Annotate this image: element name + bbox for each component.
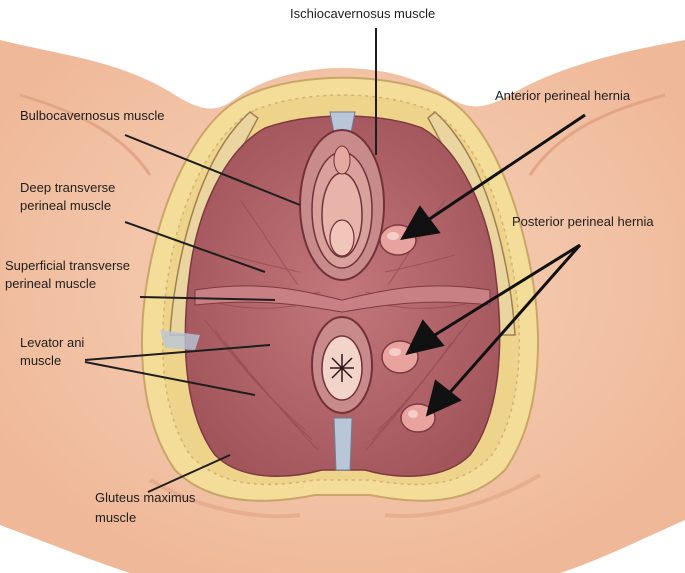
posterior-hernia-arrowhead-2 — [425, 379, 462, 417]
transverse-perineal-band — [194, 285, 491, 313]
label-posterior-hernia: Posterior perineal hernia — [512, 214, 654, 229]
label-deep-transverse-line2: perineal muscle — [20, 198, 112, 213]
leader-lines — [84, 28, 377, 493]
gluteal-shadow-right — [384, 473, 542, 518]
coccyx-tip — [333, 417, 353, 471]
superficial-transverse-leader — [139, 296, 276, 301]
label-bulbocavernosus: Bulbocavernosus muscle — [20, 108, 165, 123]
gluteus-leader — [147, 454, 231, 493]
label-ischiocavernosus: Ischiocavernosus muscle — [290, 6, 436, 21]
label-superficial-transverse-line1: Superficial transverse — [5, 258, 130, 273]
label-deep-transverse-line1: Deep transverse — [20, 180, 116, 195]
label-gluteus-line1: Gluteus maximus — [95, 490, 196, 505]
label-anterior-hernia: Anterior perineal hernia — [495, 88, 631, 103]
gluteal-shadow-left — [148, 478, 301, 519]
posterior-hernia-arrowhead-1 — [405, 319, 445, 356]
deep-transverse-leader — [124, 221, 266, 273]
right-thigh-crease — [528, 93, 666, 176]
posterior-perineal-hernia-bulge-2 — [400, 403, 436, 433]
pelvic-floor-muscle — [184, 115, 501, 477]
left-membrane — [160, 330, 200, 350]
urogenital-opening — [299, 129, 385, 281]
posterior-hernia-arrow-shaft-1 — [429, 243, 581, 340]
posterior-hernia-arrow-shaft-2 — [443, 244, 582, 399]
bulbocavernosus-leader — [124, 134, 301, 206]
label-gluteus-line2: muscle — [95, 510, 137, 525]
left-thigh-crease — [19, 93, 152, 176]
anal-canal — [311, 316, 373, 414]
levator-ani-leader-1 — [84, 344, 271, 361]
hernia-arrows — [400, 113, 586, 417]
levator-ani-leader-2 — [84, 361, 256, 396]
label-levator-ani-line1: Levator ani — [20, 335, 85, 350]
label-superficial-transverse-line2: perineal muscle — [5, 276, 97, 291]
anterior-hernia-arrow-shaft — [424, 113, 586, 224]
label-levator-ani-line2: muscle — [20, 353, 62, 368]
anterior-hernia-arrowhead — [400, 205, 441, 241]
